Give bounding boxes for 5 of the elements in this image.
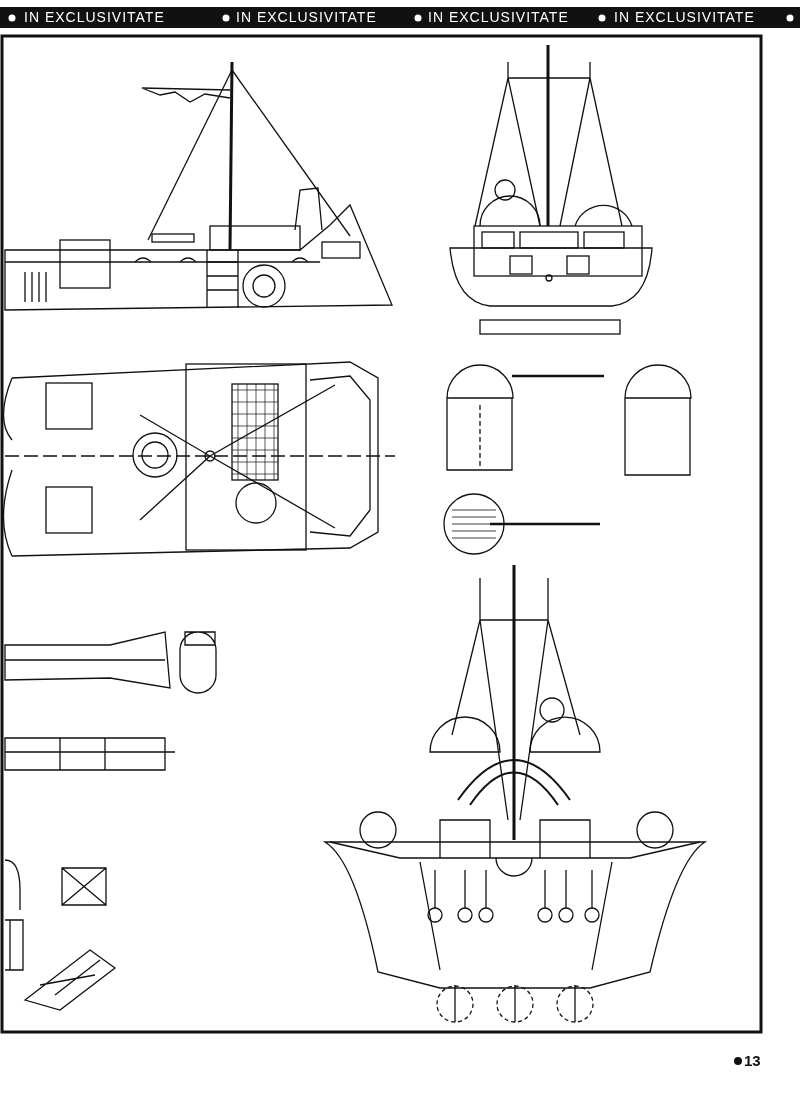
- header-text: IN EXCLUSIVITATE: [236, 9, 377, 25]
- page-number: 13: [744, 1052, 761, 1069]
- header-text: IN EXCLUSIVITATE: [614, 9, 755, 25]
- header-text: IN EXCLUSIVITATE: [428, 9, 569, 25]
- header-text: IN EXCLUSIVITATE: [24, 9, 165, 25]
